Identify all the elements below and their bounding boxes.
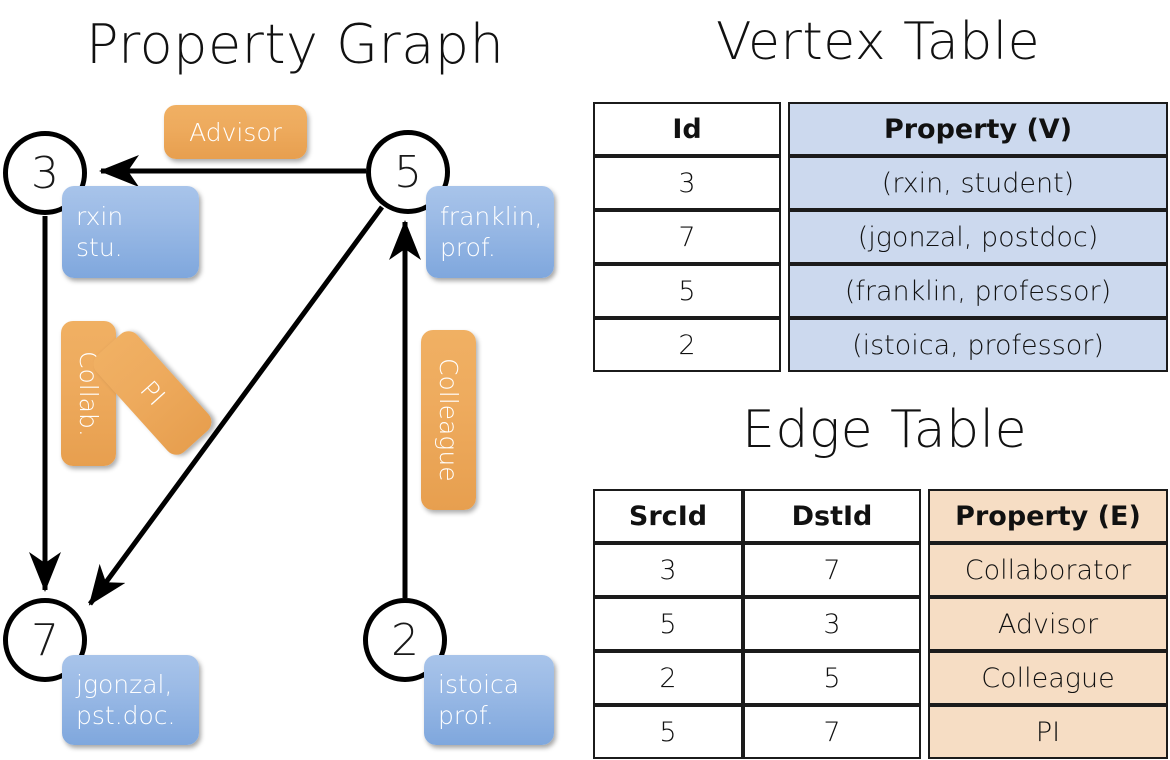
edge-row-3-dst: 7 <box>743 705 921 759</box>
graph-node-2[interactable] <box>363 598 447 682</box>
edge-chip-colleague[interactable]: Colleague <box>421 330 476 510</box>
graph-node-5[interactable] <box>366 130 450 214</box>
vertex-row-1-property: (jgonzal, postdoc) <box>788 210 1168 264</box>
vertex-row-2-property: (franklin, professor) <box>788 264 1168 318</box>
page-title-vertex-table: Vertex Table <box>716 12 1041 72</box>
vertex-chip-franklin-line2: prof. <box>440 233 496 262</box>
vertex-chip-istoica[interactable]: istoica prof. <box>424 655 554 745</box>
table-row: 5 7 PI <box>593 705 1168 759</box>
vertex-table-header-row: Id Property (V) <box>593 102 1168 156</box>
edge-row-1-src: 5 <box>593 597 743 651</box>
vertex-row-0-id: 3 <box>593 156 781 210</box>
vertex-row-2-id: 5 <box>593 264 781 318</box>
vertex-table-header-id: Id <box>593 102 781 156</box>
edge-chip-colleague-label: Colleague <box>434 358 463 482</box>
table-row: 2 (istoica, professor) <box>593 318 1168 372</box>
edge-5-to-7-pi <box>87 205 385 606</box>
edge-table-header-property: Property (E) <box>928 489 1168 543</box>
vertex-chip-franklin-line1: franklin, <box>440 202 543 231</box>
edge-row-2-dst: 5 <box>743 651 921 705</box>
vertex-row-1-id: 7 <box>593 210 781 264</box>
page-title-edge-table: Edge Table <box>742 400 1028 460</box>
edge-table-column-gap <box>921 705 928 759</box>
vertex-chip-rxin[interactable]: rxin stu. <box>62 186 199 278</box>
table-row: 5 3 Advisor <box>593 597 1168 651</box>
vertex-row-3-id: 2 <box>593 318 781 372</box>
graph-edges-svg <box>29 155 421 606</box>
vertex-row-3-property: (istoica, professor) <box>788 318 1168 372</box>
edge-row-1-property: Advisor <box>928 597 1168 651</box>
edge-row-2-property: Colleague <box>928 651 1168 705</box>
edge-table-column-gap <box>921 651 928 705</box>
table-row: 3 7 Collaborator <box>593 543 1168 597</box>
vertex-chip-rxin-line2: stu. <box>76 233 123 262</box>
edge-row-0-dst: 7 <box>743 543 921 597</box>
table-row: 5 (franklin, professor) <box>593 264 1168 318</box>
vertex-table-column-gap <box>781 156 788 210</box>
vertex-table-column-gap <box>781 210 788 264</box>
edge-table-header-row: SrcId DstId Property (E) <box>593 489 1168 543</box>
vertex-chip-istoica-line1: istoica <box>438 670 520 699</box>
edge-chip-advisor-label: Advisor <box>189 117 282 147</box>
vertex-chip-jgonzal-line1: jgonzal, <box>76 670 173 699</box>
table-row: 7 (jgonzal, postdoc) <box>593 210 1168 264</box>
edge-table-column-gap <box>921 597 928 651</box>
edge-table-header-srcid: SrcId <box>593 489 743 543</box>
vertex-table-header-property: Property (V) <box>788 102 1168 156</box>
edge-row-0-src: 3 <box>593 543 743 597</box>
vertex-chip-istoica-line2: prof. <box>438 701 494 730</box>
edge-row-3-src: 5 <box>593 705 743 759</box>
edge-row-3-property: PI <box>928 705 1168 759</box>
vertex-table-column-gap <box>781 264 788 318</box>
edge-row-0-property: Collaborator <box>928 543 1168 597</box>
page-title-property-graph: Property Graph <box>86 13 505 76</box>
vertex-table: Id Property (V) 3 (rxin, student) 7 (jgo… <box>593 102 1168 372</box>
vertex-chip-rxin-line1: rxin <box>76 202 124 231</box>
edge-row-1-dst: 3 <box>743 597 921 651</box>
vertex-table-column-gap <box>781 102 788 156</box>
table-row: 3 (rxin, student) <box>593 156 1168 210</box>
edge-chip-advisor[interactable]: Advisor <box>164 105 307 159</box>
table-row: 2 5 Colleague <box>593 651 1168 705</box>
edge-table-header-dstid: DstId <box>743 489 921 543</box>
property-graph-diagram: 3 5 7 2 rxin stu. franklin, prof. jgonza… <box>3 105 554 745</box>
vertex-row-0-property: (rxin, student) <box>788 156 1168 210</box>
edge-row-2-src: 2 <box>593 651 743 705</box>
vertex-chip-jgonzal-line2: pst.doc. <box>76 701 176 730</box>
edge-chip-collab[interactable]: Collab. <box>61 321 116 466</box>
edge-table: SrcId DstId Property (E) 3 7 Collaborato… <box>593 489 1168 759</box>
vertex-table-column-gap <box>781 318 788 372</box>
edge-table-column-gap <box>921 543 928 597</box>
edge-chip-pi-label: PI <box>134 374 171 412</box>
vertex-chip-jgonzal[interactable]: jgonzal, pst.doc. <box>62 655 199 745</box>
vertex-chip-franklin[interactable]: franklin, prof. <box>426 186 554 278</box>
edge-table-column-gap <box>921 489 928 543</box>
